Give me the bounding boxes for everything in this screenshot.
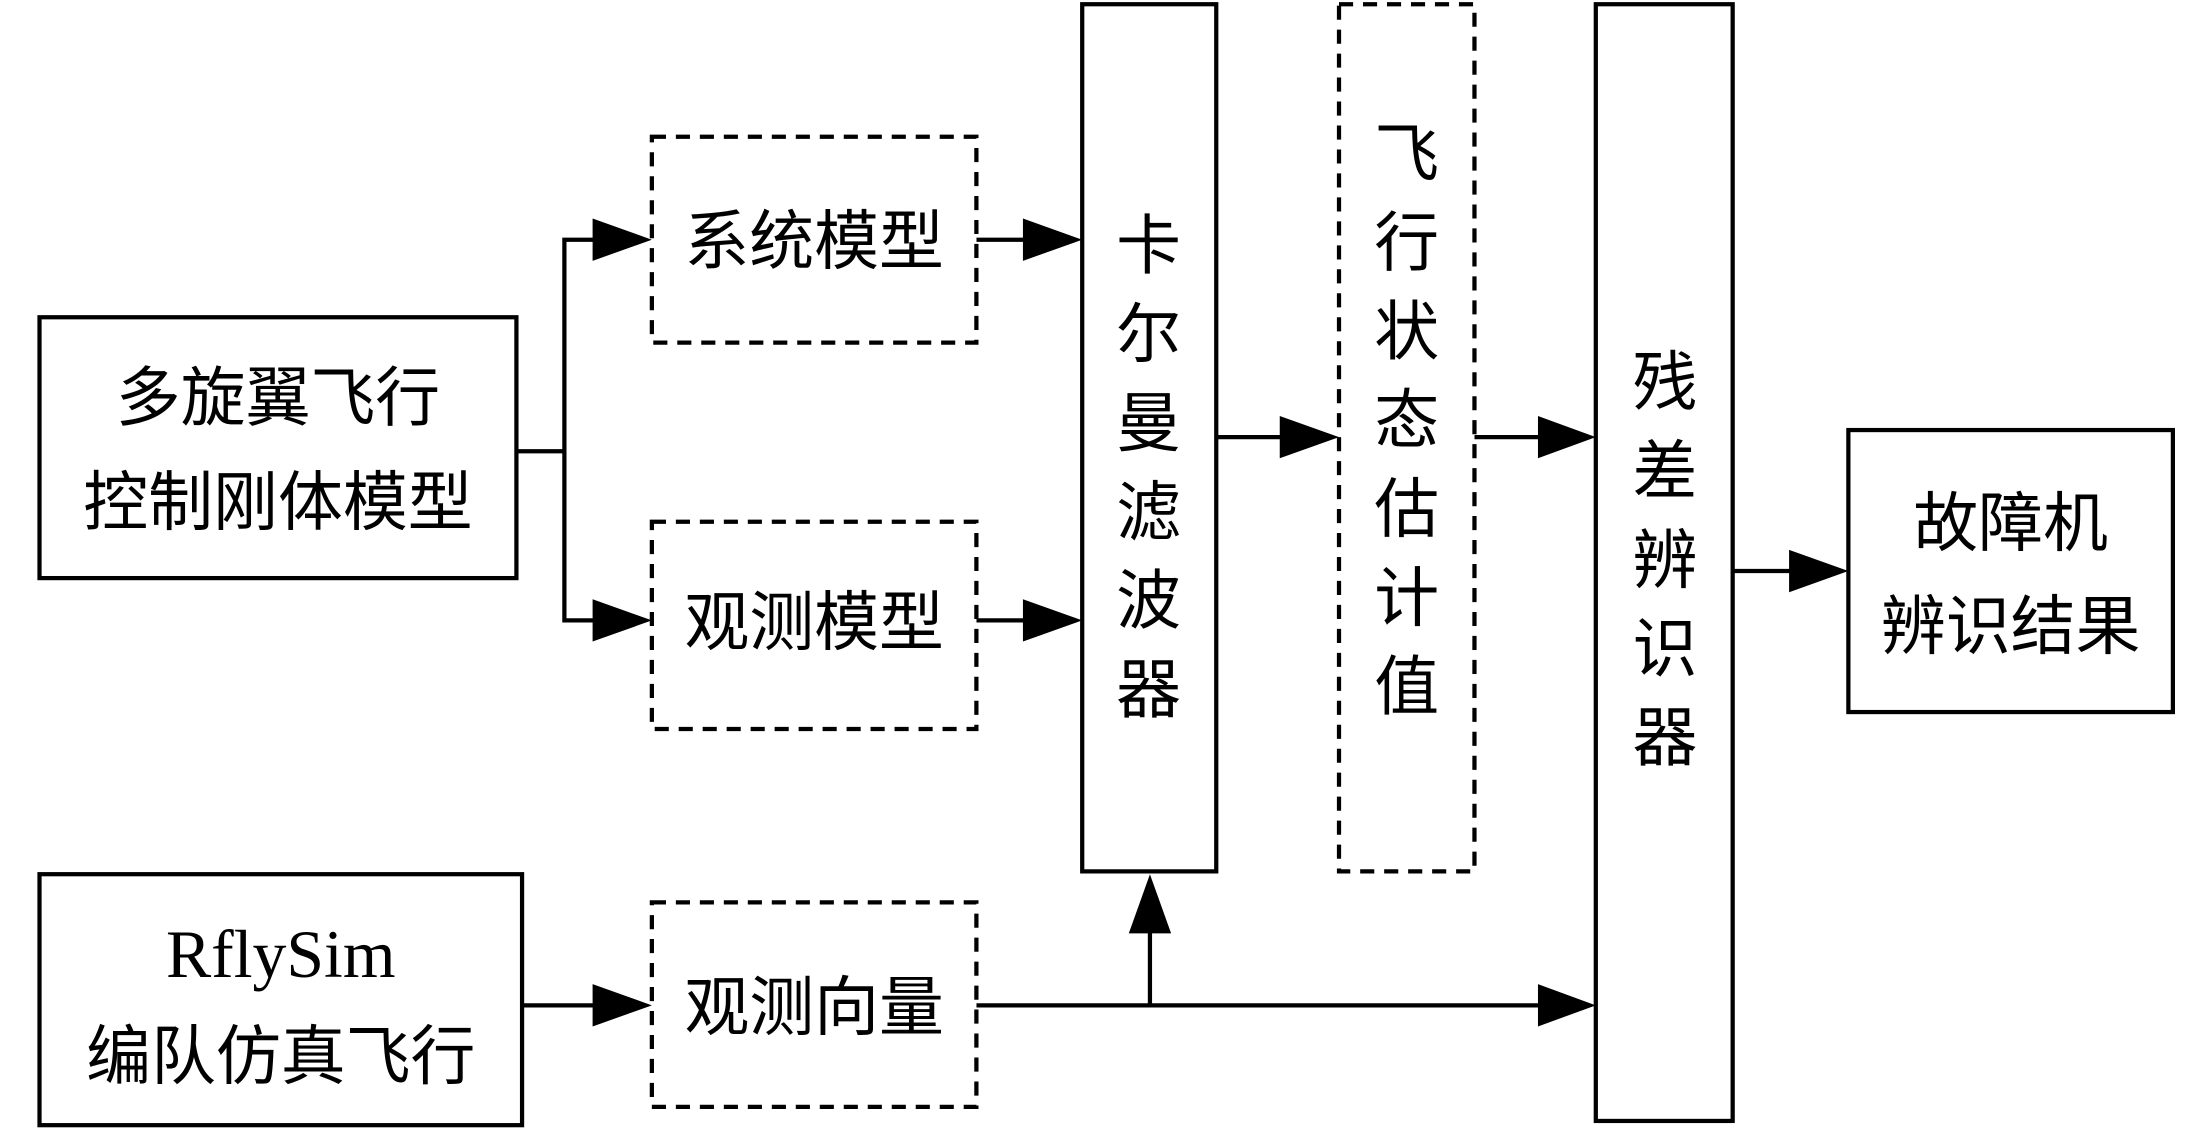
- node-label: 多旋翼飞行: [116, 361, 440, 436]
- node-label-char: 器: [1116, 653, 1181, 728]
- node-label-char: 波: [1116, 564, 1181, 639]
- node-label: 辨识结果: [1881, 590, 2141, 665]
- arrowhead-icon: [1537, 984, 1596, 1027]
- arrowhead-icon: [592, 984, 652, 1027]
- edge-split-to-observation-model: [562, 451, 600, 623]
- node-label: 观测模型: [684, 585, 944, 660]
- node-label: 系统模型: [684, 205, 944, 280]
- arrowhead-icon: [1022, 599, 1083, 642]
- node-label: RflySim: [166, 917, 396, 992]
- edge-model-to-split: [516, 237, 600, 454]
- node-label: 编队仿真飞行: [86, 1020, 475, 1095]
- node-label: 故障机: [1913, 487, 2108, 562]
- arrowhead-icon: [1022, 218, 1083, 261]
- node-label-char: 差: [1632, 435, 1697, 510]
- node-fault-result: 故障机 辨识结果: [1846, 427, 2176, 715]
- node-label: 控制刚体模型: [83, 466, 472, 541]
- node-label-char: 残: [1632, 346, 1697, 421]
- node-label-char: 卡: [1116, 209, 1181, 284]
- arrowhead-icon: [592, 218, 652, 261]
- node-label-char: 飞: [1374, 117, 1439, 192]
- node-observation-vector: 观测向量: [649, 900, 979, 1109]
- node-label-char: 估: [1374, 473, 1439, 548]
- node-label-char: 尔: [1116, 298, 1181, 373]
- node-label-char: 滤: [1116, 475, 1181, 550]
- node-multirotor-model: 多旋翼飞行 控制刚体模型: [37, 315, 519, 581]
- node-label-char: 识: [1632, 612, 1697, 687]
- arrowhead-icon: [1789, 549, 1849, 593]
- arrowhead-icon: [1279, 415, 1340, 459]
- node-observation-model: 观测模型: [649, 519, 979, 732]
- arrowheads: [592, 218, 1849, 1027]
- node-label-char: 辨: [1632, 523, 1697, 598]
- arrowhead-icon: [1537, 415, 1596, 459]
- node-label-char: 计: [1374, 561, 1439, 636]
- node-label: 观测向量: [684, 970, 944, 1045]
- node-rflysim: RflySim 编队仿真飞行: [37, 872, 525, 1128]
- arrowhead-icon: [592, 599, 652, 642]
- node-label-char: 值: [1374, 650, 1439, 725]
- node-label-char: 状: [1374, 295, 1439, 370]
- arrowhead-icon: [1128, 874, 1172, 934]
- node-label-char: 曼: [1116, 387, 1181, 462]
- node-system-model: 系统模型: [649, 134, 979, 345]
- node-label-char: 行: [1374, 206, 1439, 281]
- node-label-char: 器: [1632, 701, 1697, 776]
- node-label-char: 态: [1374, 384, 1439, 459]
- connectors: [516, 237, 1795, 1008]
